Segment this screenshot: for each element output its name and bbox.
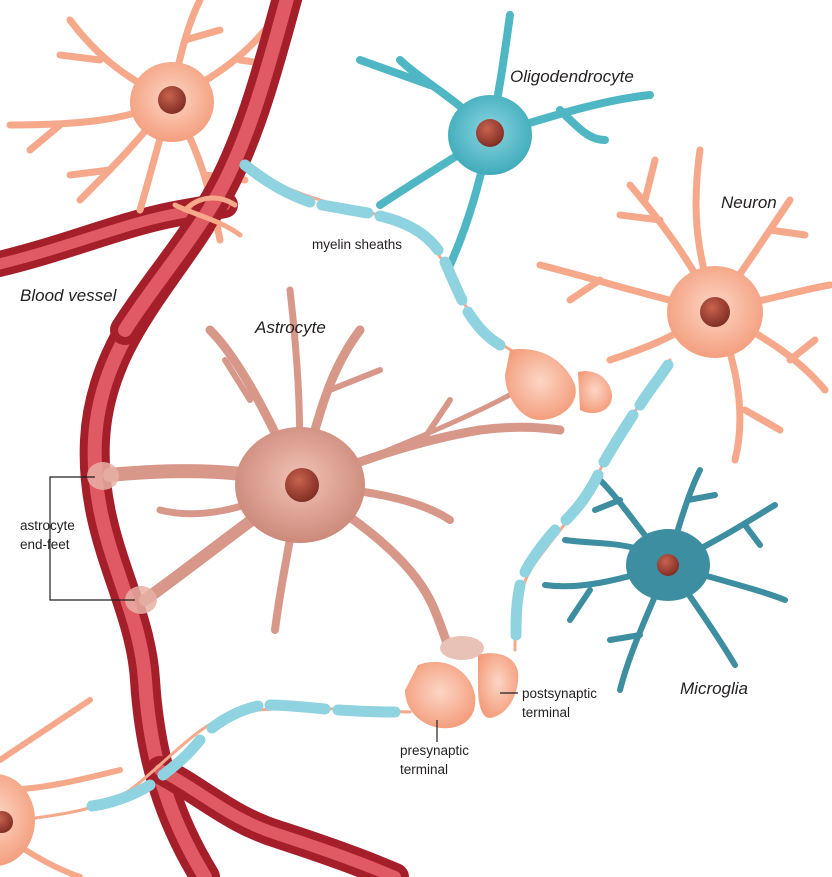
presynaptic-terminal: [405, 661, 476, 729]
blood-vessel-label: Blood vessel: [20, 286, 118, 305]
upper-synapse: [505, 349, 613, 420]
postsynaptic-terminal: [478, 653, 519, 718]
microglia: [542, 467, 788, 693]
myelin-sheaths-label: myelin sheaths: [312, 237, 402, 252]
astrocyte-end-foot-upper: [87, 462, 119, 490]
neuron-bottom-left: [0, 697, 123, 877]
end-feet-bracket: [49, 476, 135, 601]
astrocyte-end-feet-label-line1: astrocyte: [20, 518, 75, 533]
astrocyte-end-feet-label-line2: end-feet: [20, 537, 70, 552]
lower-synapse: [405, 636, 519, 729]
presynaptic-label-line2: terminal: [400, 762, 448, 777]
presynaptic-label-line1: presynaptic: [400, 743, 469, 758]
leader-lines: [49, 476, 518, 742]
astrocyte-label: Astrocyte: [254, 318, 326, 337]
astrocyte: [87, 286, 565, 655]
oligodendrocyte: [356, 11, 654, 269]
neuron-label: Neuron: [721, 193, 777, 212]
astrocyte-synapse-wrap: [440, 636, 484, 660]
postsynaptic-label-line1: postsynaptic: [522, 686, 597, 701]
astrocyte-end-foot-lower: [125, 586, 157, 614]
oligodendrocyte-label: Oligodendrocyte: [510, 67, 634, 86]
myelin-sheaths: [18, 159, 674, 822]
neuron-right: [536, 146, 832, 464]
postsynaptic-label-line2: terminal: [522, 705, 570, 720]
microglia-label: Microglia: [680, 679, 748, 698]
